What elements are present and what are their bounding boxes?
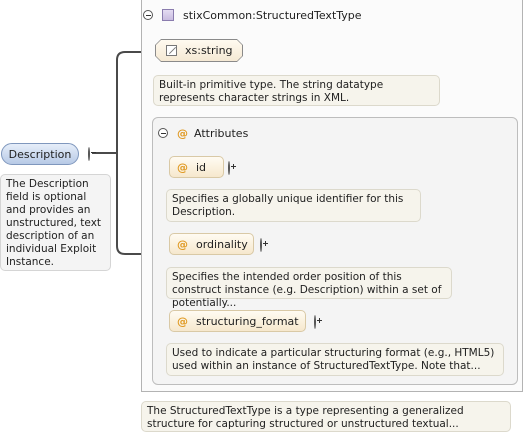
- attribute-node-id[interactable]: @ id: [169, 156, 224, 178]
- attributes-title: Attributes: [194, 126, 249, 140]
- element-node-description[interactable]: Description: [1, 143, 79, 165]
- expand-icon[interactable]: [314, 315, 316, 329]
- expand-icon[interactable]: [228, 161, 230, 175]
- element-doc: The Description field is optional and pr…: [0, 174, 111, 271]
- collapse-icon[interactable]: [88, 147, 90, 161]
- attribute-name: ordinality: [196, 237, 248, 251]
- attribute-at-icon: @: [177, 237, 188, 251]
- base-type-node[interactable]: xs:string: [155, 39, 243, 62]
- attribute-doc-structuring-format: Used to indicate a particular structurin…: [166, 343, 504, 376]
- attribute-doc-id: Specifies a globally unique identifier f…: [166, 189, 421, 222]
- complex-type-name: stixCommon:StructuredTextType: [183, 8, 362, 22]
- complex-type-doc: The StructuredTextType is a type represe…: [141, 401, 511, 432]
- attribute-doc-ordinality: Specifies the intended order position of…: [166, 267, 452, 309]
- attribute-at-icon: @: [177, 314, 188, 328]
- base-type-name: xs:string: [185, 44, 233, 57]
- base-type-doc: Built-in primitive type. The string data…: [153, 75, 440, 106]
- attribute-name: structuring_format: [196, 314, 299, 328]
- attribute-node-ordinality[interactable]: @ ordinality: [169, 233, 254, 255]
- attributes-header: @ Attributes: [158, 126, 248, 140]
- attribute-at-icon: @: [177, 126, 188, 140]
- simple-type-icon: [166, 45, 177, 56]
- collapse-icon[interactable]: [158, 128, 168, 138]
- collapse-icon[interactable]: [143, 10, 153, 20]
- expand-icon[interactable]: [260, 238, 262, 252]
- attribute-name: id: [196, 160, 207, 174]
- complex-type-icon: [162, 9, 174, 21]
- attribute-node-structuring-format[interactable]: @ structuring_format: [169, 310, 306, 332]
- complex-type-header: stixCommon:StructuredTextType: [143, 6, 362, 24]
- attribute-at-icon: @: [177, 160, 188, 174]
